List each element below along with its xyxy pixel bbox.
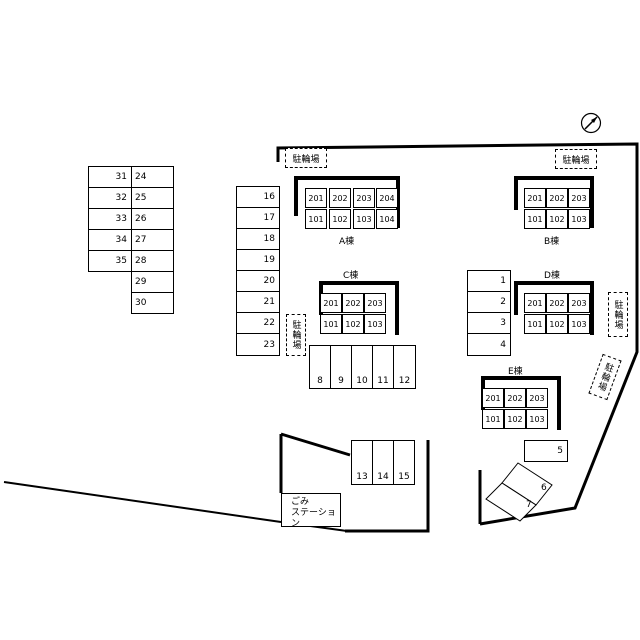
parking-space-24[interactable]: 24 <box>131 166 174 188</box>
parking-space-28[interactable]: 28 <box>131 250 174 272</box>
parking-space-5[interactable]: 5 <box>524 440 568 462</box>
unit-b-103[interactable]: 103 <box>568 209 590 229</box>
building-b-label: B棟 <box>544 237 560 247</box>
parking-space-3[interactable]: 3 <box>467 312 511 334</box>
parking-space-33[interactable]: 33 <box>88 208 132 230</box>
unit-d-103[interactable]: 103 <box>568 314 590 334</box>
parking-space-23[interactable]: 23 <box>236 333 280 356</box>
parking-space-4[interactable]: 4 <box>467 333 511 356</box>
building-c-label: C棟 <box>343 271 359 281</box>
unit-a-204[interactable]: 204 <box>376 188 398 208</box>
parking-space-31[interactable]: 31 <box>88 166 132 188</box>
parking-space-9[interactable]: 9 <box>330 345 352 389</box>
bicycle-parking-d[interactable]: 駐輪場 <box>608 292 628 337</box>
unit-d-201[interactable]: 201 <box>524 293 546 313</box>
parking-space-14[interactable]: 14 <box>372 440 394 485</box>
unit-a-201[interactable]: 201 <box>305 188 327 208</box>
north-arrow-icon <box>580 112 602 134</box>
parking-space-29[interactable]: 29 <box>131 271 174 293</box>
unit-a-104[interactable]: 104 <box>376 209 398 229</box>
parking-space-7[interactable]: 7 <box>526 500 532 510</box>
garbage-station-label-1: ごみ <box>291 497 310 507</box>
unit-a-203[interactable]: 203 <box>353 188 375 208</box>
unit-b-202[interactable]: 202 <box>546 188 568 208</box>
bicycle-parking-b[interactable]: 駐輪場 <box>555 149 597 169</box>
parking-space-16[interactable]: 16 <box>236 186 280 208</box>
unit-e-202[interactable]: 202 <box>504 388 526 408</box>
parking-space-22[interactable]: 22 <box>236 312 280 334</box>
bicycle-parking-c[interactable]: 駐輪場 <box>286 314 306 356</box>
unit-c-102[interactable]: 102 <box>342 314 364 334</box>
unit-b-102[interactable]: 102 <box>546 209 568 229</box>
building-d-outline <box>514 281 594 335</box>
building-b-outline <box>514 176 594 228</box>
angled-parking-lines <box>485 462 553 522</box>
parking-space-6[interactable]: 6 <box>541 483 547 493</box>
unit-a-103[interactable]: 103 <box>353 209 375 229</box>
unit-a-101[interactable]: 101 <box>305 209 327 229</box>
parking-space-8[interactable]: 8 <box>309 345 331 389</box>
building-a-outline <box>294 176 400 228</box>
parking-space-34[interactable]: 34 <box>88 229 132 251</box>
unit-a-102[interactable]: 102 <box>329 209 351 229</box>
building-e-label: E棟 <box>508 367 523 377</box>
parking-space-12[interactable]: 12 <box>393 345 416 389</box>
unit-e-201[interactable]: 201 <box>482 388 504 408</box>
parking-space-15[interactable]: 15 <box>393 440 415 485</box>
parking-space-13[interactable]: 13 <box>351 440 373 485</box>
parking-space-30[interactable]: 30 <box>131 292 174 314</box>
building-d-label: D棟 <box>544 271 560 281</box>
bicycle-parking-a[interactable]: 駐輪場 <box>285 148 327 168</box>
parking-space-2[interactable]: 2 <box>467 291 511 313</box>
unit-e-203[interactable]: 203 <box>526 388 548 408</box>
parking-space-10[interactable]: 10 <box>351 345 373 389</box>
building-a-label: A棟 <box>339 237 355 247</box>
parking-space-11[interactable]: 11 <box>372 345 394 389</box>
unit-c-101[interactable]: 101 <box>320 314 342 334</box>
unit-d-202[interactable]: 202 <box>546 293 568 313</box>
parking-space-32[interactable]: 32 <box>88 187 132 209</box>
parking-space-21[interactable]: 21 <box>236 291 280 313</box>
parking-space-19[interactable]: 19 <box>236 249 280 271</box>
unit-d-203[interactable]: 203 <box>568 293 590 313</box>
unit-b-203[interactable]: 203 <box>568 188 590 208</box>
parking-space-1[interactable]: 1 <box>467 270 511 292</box>
parking-space-20[interactable]: 20 <box>236 270 280 292</box>
unit-c-202[interactable]: 202 <box>342 293 364 313</box>
unit-d-102[interactable]: 102 <box>546 314 568 334</box>
unit-d-101[interactable]: 101 <box>524 314 546 334</box>
parking-space-18[interactable]: 18 <box>236 228 280 250</box>
garbage-station[interactable]: ごみ ステーション <box>281 493 341 529</box>
parking-space-26[interactable]: 26 <box>131 208 174 230</box>
unit-e-102[interactable]: 102 <box>504 409 526 429</box>
unit-b-201[interactable]: 201 <box>524 188 546 208</box>
unit-a-202[interactable]: 202 <box>329 188 351 208</box>
unit-c-203[interactable]: 203 <box>364 293 386 313</box>
parking-space-17[interactable]: 17 <box>236 207 280 229</box>
parking-space-25[interactable]: 25 <box>131 187 174 209</box>
garbage-station-label-2: ステーション <box>291 508 336 529</box>
unit-e-103[interactable]: 103 <box>526 409 548 429</box>
parking-space-27[interactable]: 27 <box>131 229 174 251</box>
unit-e-101[interactable]: 101 <box>482 409 504 429</box>
parking-space-35[interactable]: 35 <box>88 250 132 272</box>
unit-c-201[interactable]: 201 <box>320 293 342 313</box>
unit-c-103[interactable]: 103 <box>364 314 386 334</box>
unit-b-101[interactable]: 101 <box>524 209 546 229</box>
